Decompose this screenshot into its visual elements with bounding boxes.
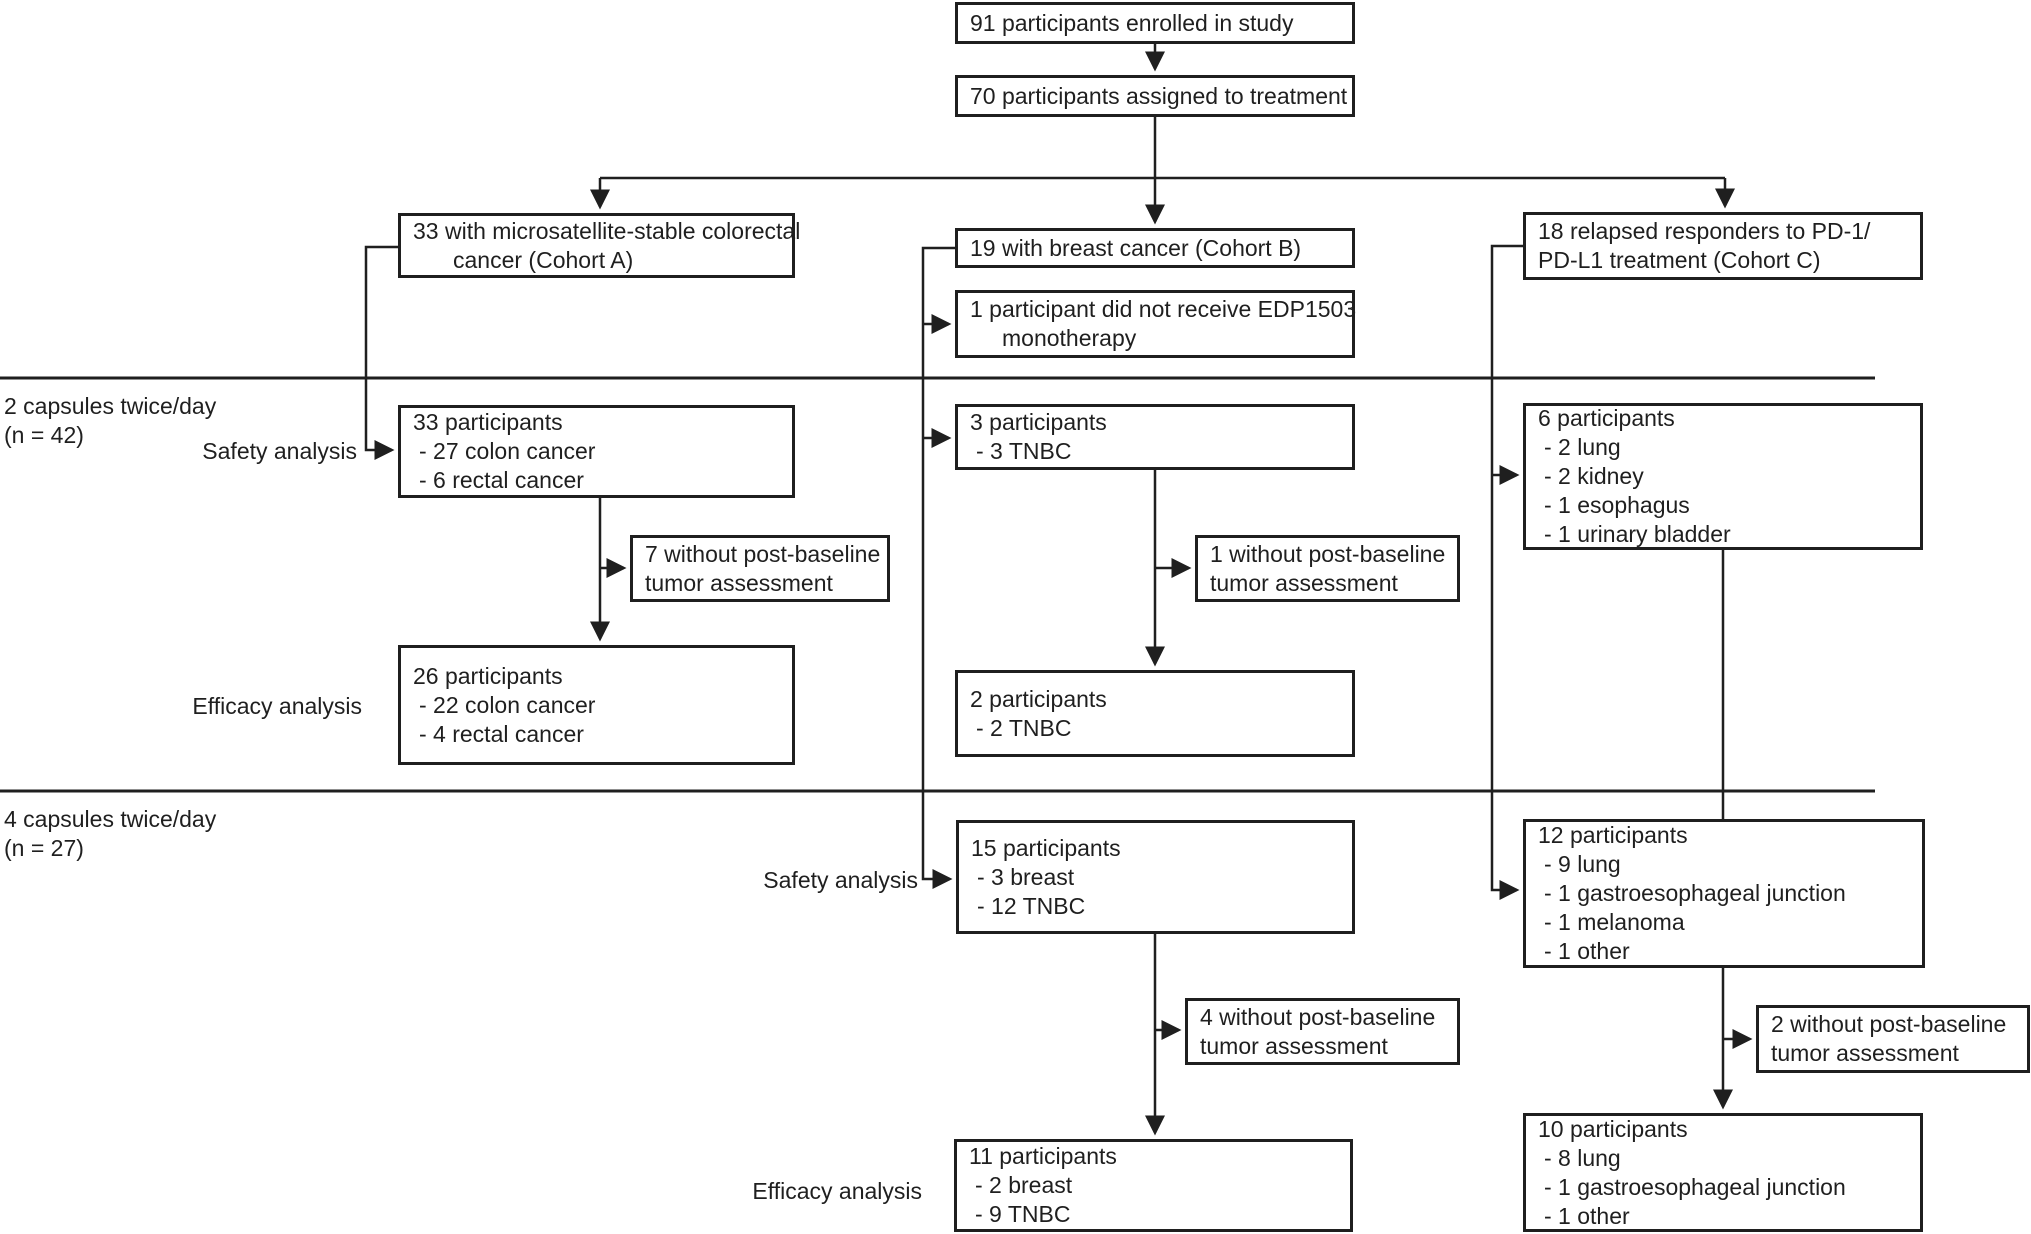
efficacy-a-line3: - 4 rectal cancer xyxy=(419,720,584,747)
efficacy-analysis-label-1: Efficacy analysis xyxy=(192,693,362,719)
enrolled-box: 91 participants enrolled in study xyxy=(955,2,1355,44)
safety-c1-box: 6 participants - 2 lung - 2 kidney - 1 e… xyxy=(1523,403,1923,550)
without-a-line2: tumor assessment xyxy=(645,569,833,596)
safety-b2-box: 15 participants - 3 breast - 12 TNBC xyxy=(956,820,1355,934)
line-cohort-c-main xyxy=(1490,244,1523,900)
efficacy-b1-line1: 2 participants xyxy=(970,685,1107,712)
efficacy-c2-line2: - 8 lung xyxy=(1544,1144,1621,1171)
dose-group-1-line2: (n = 42) xyxy=(4,422,84,448)
cohort-b-box: 19 with breast cancer (Cohort B) xyxy=(955,228,1355,268)
not-received-line1: 1 participant did not receive EDP1503 xyxy=(970,296,1357,322)
safety-a-line1: 33 participants xyxy=(413,409,563,435)
without-b2-box: 4 without post-baseline tumor assessment xyxy=(1185,998,1460,1065)
assigned-text: 70 participants assigned to treatment xyxy=(970,82,1348,109)
efficacy-b2-line1: 11 participants xyxy=(969,1143,1117,1169)
enrolled-text: 91 participants enrolled in study xyxy=(970,9,1294,36)
safety-c1-line4: - 1 esophagus xyxy=(1544,492,1690,518)
safety-c1-line2: - 2 lung xyxy=(1544,434,1621,460)
efficacy-c2-line3: - 1 gastroesophageal junction xyxy=(1544,1173,1846,1200)
without-c2-line2: tumor assessment xyxy=(1771,1040,1959,1066)
efficacy-c2-box: 10 participants - 8 lung - 1 gastroesoph… xyxy=(1523,1113,1923,1232)
not-received-box: 1 participant did not receive EDP1503 mo… xyxy=(955,290,1357,358)
safety-analysis-label-1: Safety analysis xyxy=(202,438,357,464)
assigned-box: 70 participants assigned to treatment xyxy=(955,75,1355,117)
without-b2-line1: 4 without post-baseline xyxy=(1200,1003,1436,1030)
dose-group-2-label: 4 capsules twice/day (n = 27) xyxy=(4,805,216,863)
efficacy-b2-line2: - 2 breast xyxy=(975,1172,1073,1198)
dose-group-1-label: 2 capsules twice/day (n = 42) xyxy=(4,392,216,450)
line-cohort-b-main xyxy=(921,246,955,889)
without-c2-line1: 2 without post-baseline xyxy=(1771,1011,2007,1037)
safety-b2-line3: - 12 TNBC xyxy=(977,892,1086,919)
not-received-line2: monotherapy xyxy=(1002,325,1137,351)
efficacy-c2-line1: 10 participants xyxy=(1538,1115,1688,1142)
efficacy-analysis-label-2: Efficacy analysis xyxy=(752,1178,922,1204)
cohort-c-line1: 18 relapsed responders to PD-1/ xyxy=(1538,218,1871,244)
safety-c2-line5: - 1 other xyxy=(1544,938,1630,964)
efficacy-b2-box: 11 participants - 2 breast - 9 TNBC xyxy=(954,1139,1353,1232)
safety-c1-line1: 6 participants xyxy=(1538,405,1675,431)
without-c2-box: 2 without post-baseline tumor assessment xyxy=(1756,1005,2030,1073)
without-b1-box: 1 without post-baseline tumor assessment xyxy=(1195,535,1460,602)
safety-c1-line5: - 1 urinary bladder xyxy=(1544,521,1731,547)
without-a-line1: 7 without post-baseline xyxy=(645,540,881,567)
efficacy-c2-line4: - 1 other xyxy=(1544,1202,1630,1229)
safety-b2-line1: 15 participants xyxy=(971,834,1121,861)
safety-b1-line2: - 3 TNBC xyxy=(976,438,1072,464)
line-cohort-a-to-safety-a xyxy=(364,245,398,460)
without-a-box: 7 without post-baseline tumor assessment xyxy=(630,535,890,602)
efficacy-a-line2: - 22 colon cancer xyxy=(419,691,596,718)
safety-a-line2: - 27 colon cancer xyxy=(419,438,596,464)
safety-c1-line3: - 2 kidney xyxy=(1544,463,1644,489)
safety-a-line3: - 6 rectal cancer xyxy=(419,467,584,493)
safety-a-box: 33 participants - 27 colon cancer - 6 re… xyxy=(398,405,795,498)
safety-b1-line1: 3 participants xyxy=(970,409,1107,435)
dose-group-2-line1: 4 capsules twice/day xyxy=(4,806,217,832)
cohort-a-line1: 33 with microsatellite-stable colorectal xyxy=(413,217,801,244)
safety-c2-line3: - 1 gastroesophageal junction xyxy=(1544,880,1846,906)
dose-group-1-line1: 2 capsules twice/day xyxy=(4,393,217,419)
without-b1-line1: 1 without post-baseline xyxy=(1210,540,1446,567)
efficacy-b1-box: 2 participants - 2 TNBC xyxy=(955,670,1355,757)
safety-c2-box: 12 participants - 9 lung - 1 gastroesoph… xyxy=(1523,819,1925,968)
safety-b2-line2: - 3 breast xyxy=(977,863,1075,890)
cohort-c-line2: PD-L1 treatment (Cohort C) xyxy=(1538,247,1821,273)
without-b2-line2: tumor assessment xyxy=(1200,1032,1388,1059)
without-b1-line2: tumor assessment xyxy=(1210,569,1398,596)
dose-group-2-line2: (n = 27) xyxy=(4,835,84,861)
safety-c2-line2: - 9 lung xyxy=(1544,851,1621,877)
efficacy-a-box: 26 participants - 22 colon cancer - 4 re… xyxy=(398,645,795,765)
cohort-b-text: 19 with breast cancer (Cohort B) xyxy=(970,234,1302,261)
cohort-a-box: 33 with microsatellite-stable colorectal… xyxy=(398,213,801,278)
efficacy-b1-line2: - 2 TNBC xyxy=(976,714,1072,741)
efficacy-b2-line3: - 9 TNBC xyxy=(975,1201,1071,1227)
safety-c2-line4: - 1 melanoma xyxy=(1544,909,1685,935)
cohort-c-box: 18 relapsed responders to PD-1/ PD-L1 tr… xyxy=(1523,212,1923,280)
efficacy-a-line1: 26 participants xyxy=(413,662,563,689)
cohort-a-line2: cancer (Cohort A) xyxy=(453,246,634,273)
safety-analysis-label-2: Safety analysis xyxy=(763,867,918,893)
safety-b1-box: 3 participants - 3 TNBC xyxy=(955,404,1355,470)
safety-c2-line1: 12 participants xyxy=(1538,822,1688,848)
